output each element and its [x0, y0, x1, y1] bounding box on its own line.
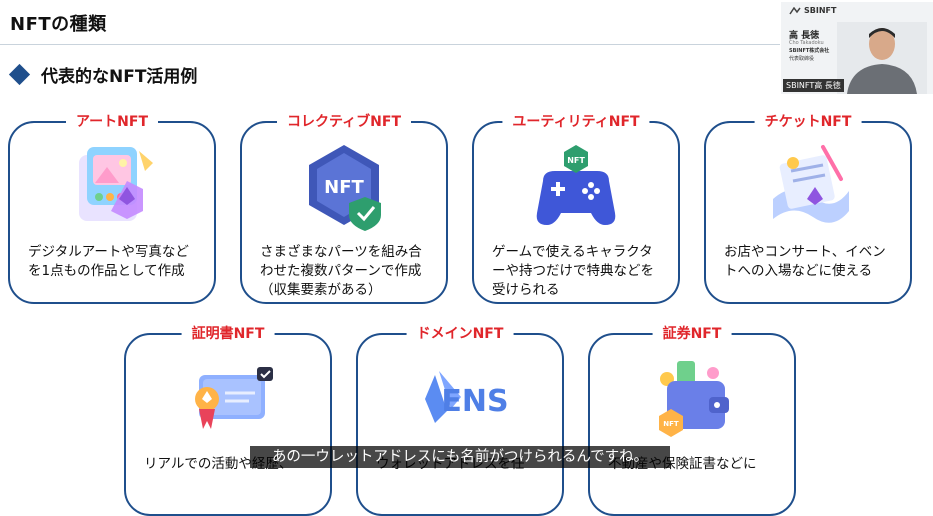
- wallet-securities-icon: NFT: [659, 361, 729, 437]
- utility-badge-text: NFT: [567, 156, 585, 165]
- presenter-name-en: Cho Takadoku: [789, 40, 824, 46]
- card-securities-nft: 証券NFT NFT 不動産や保険証書などに: [588, 323, 796, 516]
- art-frame-icon: [79, 147, 153, 221]
- card-title: コレクティブNFT: [277, 111, 411, 131]
- card-title: チケットNFT: [754, 111, 862, 131]
- game-controller-icon: NFT: [536, 145, 616, 225]
- page-title: NFTの種類: [10, 14, 107, 35]
- sbinft-logo-icon: [789, 6, 801, 14]
- card-title: ドメインNFT: [406, 323, 514, 343]
- presenter-name: 高 長徳: [789, 31, 820, 41]
- presenter-label: SBINFT高 長徳: [783, 79, 844, 92]
- presenter-person-icon: [837, 22, 927, 94]
- ens-logo-text: ENS: [441, 384, 508, 419]
- card-utility-nft: ユーティリティNFT NFT ゲームで使えるキャラクターや持つだけで特典などを受…: [472, 111, 680, 304]
- card-description: ゲームで使えるキャラクターや持つだけで特典などを受けられる: [492, 244, 654, 298]
- presenter-logo: SBINFT: [789, 6, 836, 15]
- presenter-video: SBINFT 高 長徳 Cho Takadoku SBINFT株式会社 代表取締…: [781, 2, 933, 94]
- card-title: 証券NFT: [652, 323, 732, 343]
- card-description: お店やコンサート、イベントへの入場などに使える: [724, 244, 886, 279]
- card-domain-nft: ドメインNFT ENS ウォレットアドレスを任: [356, 323, 564, 516]
- section-header: 代表的なNFT活用例: [8, 62, 197, 87]
- nft-hexagon-shield-icon: NFT: [309, 145, 381, 231]
- card-certificate-nft: 証明書NFT リアルでの活動や経歴、: [124, 323, 332, 516]
- securities-badge-text: NFT: [663, 420, 679, 428]
- card-description: デジタルアートや写真などを1点もの作品として作成: [28, 244, 189, 279]
- presenter-role: 代表取締役: [789, 56, 815, 62]
- card-art-nft: アートNFT デジタルアートや写真などを1点もの作品として作成: [8, 111, 216, 304]
- title-divider: [0, 44, 780, 45]
- certificate-card-icon: [195, 367, 273, 429]
- card-title: ユーティリティNFT: [502, 111, 650, 131]
- card-ticket-nft: チケットNFT お店やコンサート、イベントへの入場などに使える: [704, 111, 912, 304]
- card-description: さまざまなパーツを組み合わせた複数パターンで作成（収集要素がある）: [260, 244, 422, 298]
- presenter-logo-text: SBINFT: [804, 6, 837, 15]
- card-collectible-nft: コレクティブNFT NFT さまざまなパーツを組み合わせた複数パターンで作成（収…: [240, 111, 448, 304]
- diamond-bullet-icon: [8, 63, 31, 86]
- ticket-scroll-icon: [773, 145, 849, 223]
- card-title: 証明書NFT: [181, 323, 275, 343]
- section-label: 代表的なNFT活用例: [41, 67, 198, 87]
- presenter-company: SBINFT株式会社: [789, 48, 830, 54]
- card-title: アートNFT: [66, 111, 158, 131]
- ens-logo-icon: ENS: [425, 371, 509, 423]
- collectible-badge-text: NFT: [324, 177, 364, 198]
- video-subtitle: あの一ウレットアドレスにも名前がつけられるんですね。: [250, 446, 670, 468]
